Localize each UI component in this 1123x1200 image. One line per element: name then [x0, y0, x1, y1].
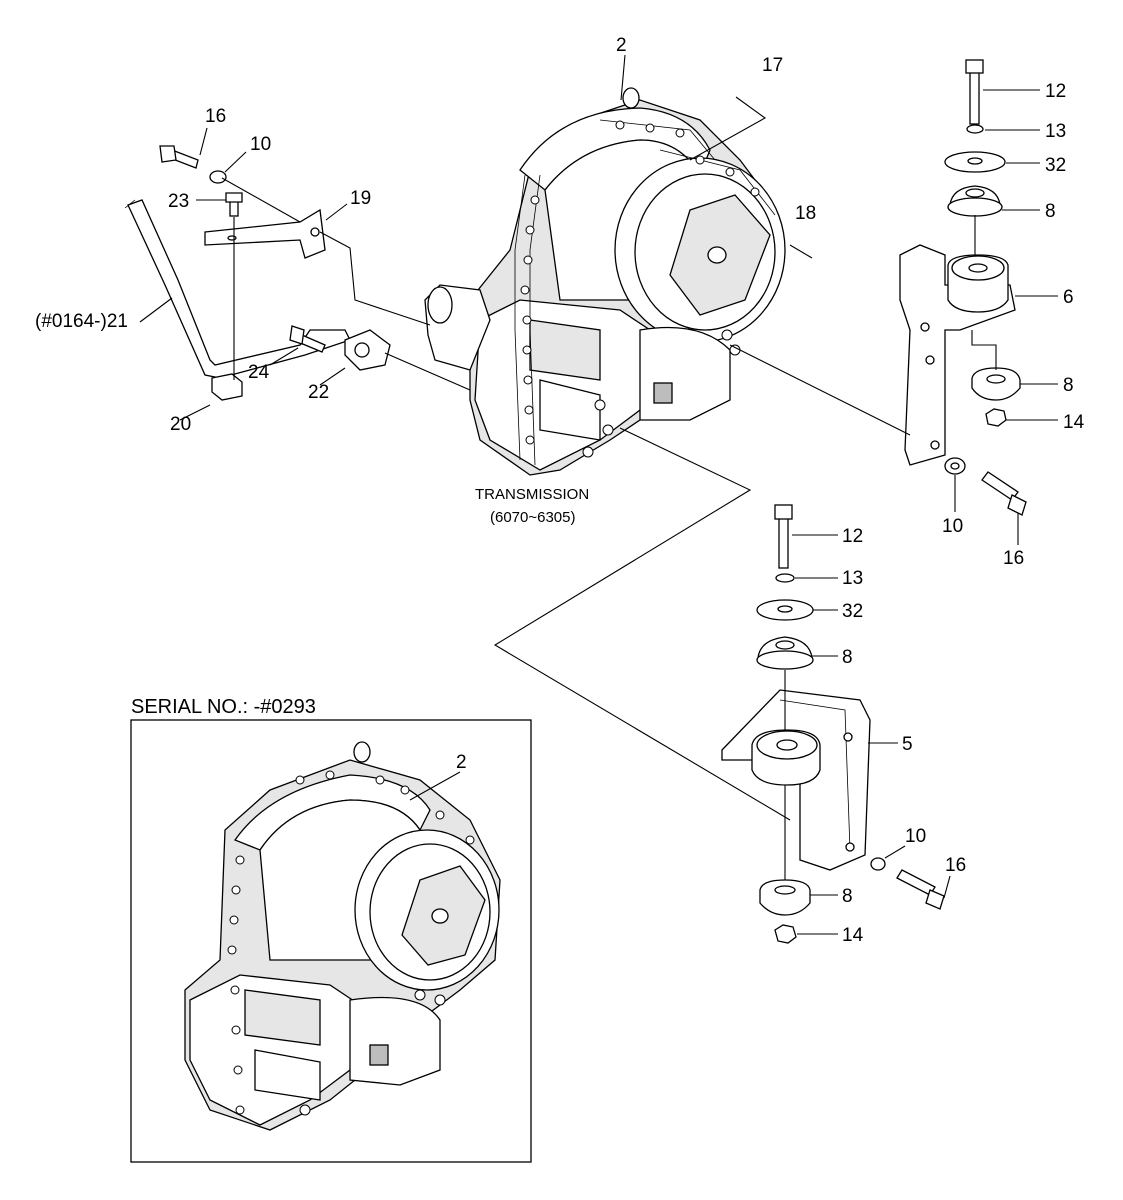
upper-mount-stack [899, 59, 1027, 516]
callout-12-lower: 12 [842, 526, 863, 547]
callout-16-left: 16 [205, 106, 226, 127]
serial-inset [130, 719, 532, 1163]
callout-13-lower: 13 [842, 568, 863, 589]
callout-leaders [139, 89, 1058, 935]
callout-5: 5 [902, 734, 913, 755]
callout-14-upper: 14 [1063, 412, 1085, 433]
callout-2: 2 [616, 35, 627, 56]
inset-transmission [184, 741, 501, 1131]
callout-16-upper: 16 [1003, 548, 1024, 569]
callout-18: 18 [795, 203, 816, 224]
callout-24: 24 [248, 362, 270, 383]
callout-20: 20 [170, 414, 191, 435]
inset-callout-2: 2 [456, 752, 467, 773]
transmission-serial-range: (6070~6305) [490, 509, 576, 526]
callout-10-upper: 10 [942, 516, 963, 537]
callout-8-upper-a: 8 [1045, 201, 1056, 222]
callout-17: 17 [762, 55, 783, 76]
callout-10-left: 10 [250, 134, 271, 155]
transmission-assembly [424, 87, 786, 476]
callout-19: 19 [350, 188, 371, 209]
linkage-parts [124, 145, 471, 401]
callout-12-upper: 12 [1045, 81, 1066, 102]
lower-mount-stack [721, 504, 945, 944]
transmission-label: TRANSMISSION [475, 486, 589, 503]
callout-8-upper-b: 8 [1063, 375, 1074, 396]
callout-10-lower: 10 [905, 826, 926, 847]
callout-32-lower: 32 [842, 601, 863, 622]
transmission-caption: TRANSMISSION (6070~6305) [475, 486, 589, 526]
callout-8-lower-a: 8 [842, 647, 853, 668]
callout-14-lower: 14 [842, 925, 864, 946]
callout-6: 6 [1063, 287, 1074, 308]
callout-13-upper: 13 [1045, 121, 1066, 142]
callout-labels: 2 17 12 13 32 8 6 8 14 10 16 18 16 10 19… [35, 35, 1085, 946]
callout-23: 23 [168, 191, 189, 212]
callout-21: (#0164-)21 [35, 311, 128, 332]
callout-32-upper: 32 [1045, 155, 1066, 176]
inset-caption: SERIAL NO.: -#0293 [131, 696, 316, 718]
callout-22: 22 [308, 382, 329, 403]
callout-16-lower: 16 [945, 855, 966, 876]
callout-8-lower-b: 8 [842, 886, 853, 907]
leader-lines [179, 54, 911, 821]
